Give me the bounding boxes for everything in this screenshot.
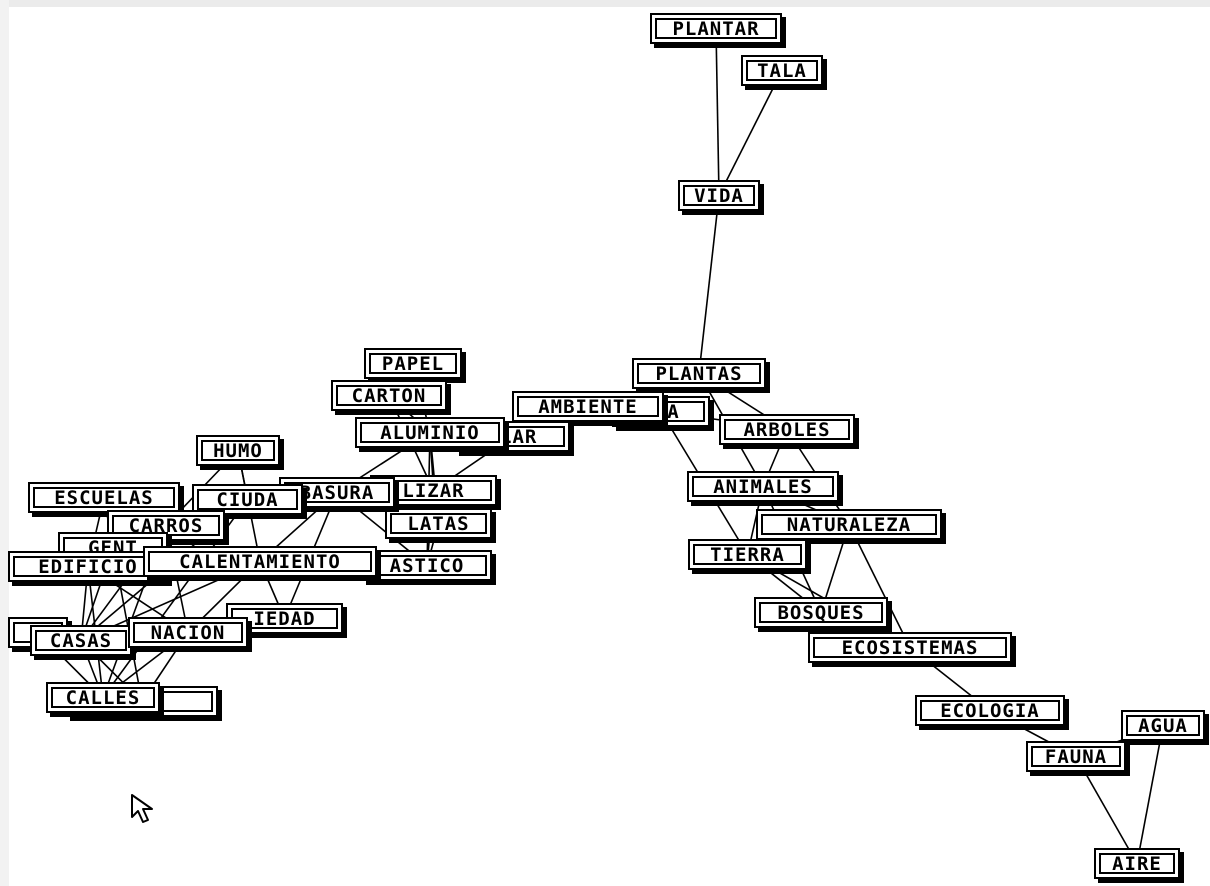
- edge-tala-vida: [718, 70, 783, 196]
- node-label: CALENTAMIENTO: [179, 550, 341, 573]
- edge-carros-nacion: [165, 525, 189, 633]
- node-plantas[interactable]: PLANTAS: [632, 358, 766, 389]
- mouse-pointer-icon: [131, 794, 153, 823]
- node-aluminio[interactable]: ALUMINIO: [355, 417, 505, 448]
- node-label: AGUA: [1138, 714, 1188, 737]
- node-calles[interactable]: CALLES: [46, 682, 160, 713]
- node-label: LATAS: [407, 512, 470, 535]
- node-label: ECOSISTEMAS: [841, 636, 979, 659]
- node-label: CASAS: [49, 629, 113, 652]
- edge-agua-aire: [1136, 725, 1164, 864]
- node-label: TALA: [757, 59, 807, 82]
- node-animales[interactable]: ANIMALES: [687, 471, 839, 502]
- node-plantar[interactable]: PLANTAR: [650, 13, 782, 44]
- node-label: PAPEL: [381, 352, 445, 375]
- edge-naturaleza-ecosistemas: [848, 524, 911, 648]
- node-tala[interactable]: TALA: [741, 55, 823, 86]
- node-edificios[interactable]: EDIFICIO: [8, 551, 168, 582]
- node-papel[interactable]: PAPEL: [364, 348, 462, 379]
- node-nacion[interactable]: NACION: [128, 617, 248, 648]
- node-agua[interactable]: AGUA: [1121, 710, 1205, 741]
- node-arboles[interactable]: ARBOLES: [719, 414, 855, 445]
- node-ciudad[interactable]: CIUDA: [192, 484, 303, 515]
- node-aire[interactable]: AIRE: [1094, 848, 1180, 879]
- node-humo[interactable]: HUMO: [196, 435, 280, 466]
- node-label: AMBIENTE: [538, 395, 638, 418]
- node-label: CARROS: [128, 514, 204, 537]
- node-label: BASURA: [299, 481, 375, 504]
- node-latas[interactable]: LATAS: [385, 508, 492, 539]
- node-label: ALUMINIO: [380, 421, 480, 444]
- node-fauna[interactable]: FAUNA: [1026, 741, 1126, 772]
- node-label: ARBOLES: [743, 418, 831, 441]
- node-bosques[interactable]: BOSQUES: [754, 597, 888, 628]
- node-label: CARTON: [351, 384, 427, 407]
- node-ecologia[interactable]: ECOLOGIA: [915, 695, 1065, 726]
- node-carton[interactable]: CARTON: [331, 380, 447, 411]
- node-label: ASTICO: [389, 554, 465, 577]
- node-label: FAUNA: [1044, 745, 1108, 768]
- node-label: NACION: [150, 621, 226, 644]
- node-label: ESCUELAS: [54, 486, 154, 509]
- node-label: ECOLOGIA: [940, 699, 1040, 722]
- node-tierra[interactable]: TIERRA: [688, 539, 807, 570]
- node-label: EDIFICIO: [38, 555, 138, 578]
- node-label: BOSQUES: [777, 601, 865, 624]
- node-label: CALLES: [65, 686, 141, 709]
- node-vida[interactable]: VIDA: [678, 180, 760, 211]
- node-naturaleza[interactable]: NATURALEZA: [756, 509, 942, 540]
- node-label: HUMO: [213, 439, 263, 462]
- edge-vida-plantas: [698, 195, 720, 374]
- node-label: TIERRA: [710, 543, 785, 566]
- node-ecosistemas[interactable]: ECOSISTEMAS: [808, 632, 1012, 663]
- window-top-edge: [0, 0, 1210, 7]
- node-calentamiento[interactable]: CALENTAMIENTO: [143, 546, 377, 577]
- node-escuelas[interactable]: ESCUELAS: [28, 482, 180, 513]
- node-label: ANIMALES: [713, 475, 813, 498]
- node-label: AIRE: [1112, 852, 1162, 875]
- node-label: NATURALEZA: [786, 513, 912, 536]
- node-casas[interactable]: CASAS: [30, 625, 132, 656]
- node-plastico[interactable]: ASTICO: [362, 550, 492, 581]
- node-label: CIUDA: [216, 488, 279, 511]
- node-label: PLANTAS: [655, 362, 743, 385]
- edge-fauna-aire: [1075, 756, 1138, 864]
- node-label: VIDA: [694, 184, 744, 207]
- node-label: IEDAD: [253, 607, 316, 630]
- node-label: PLANTAR: [672, 17, 760, 40]
- window-left-edge: [0, 0, 9, 886]
- node-label: LIZAR: [402, 479, 465, 502]
- node-ambiente[interactable]: AMBIENTE: [512, 391, 664, 422]
- edge-plantar-vida: [715, 28, 720, 196]
